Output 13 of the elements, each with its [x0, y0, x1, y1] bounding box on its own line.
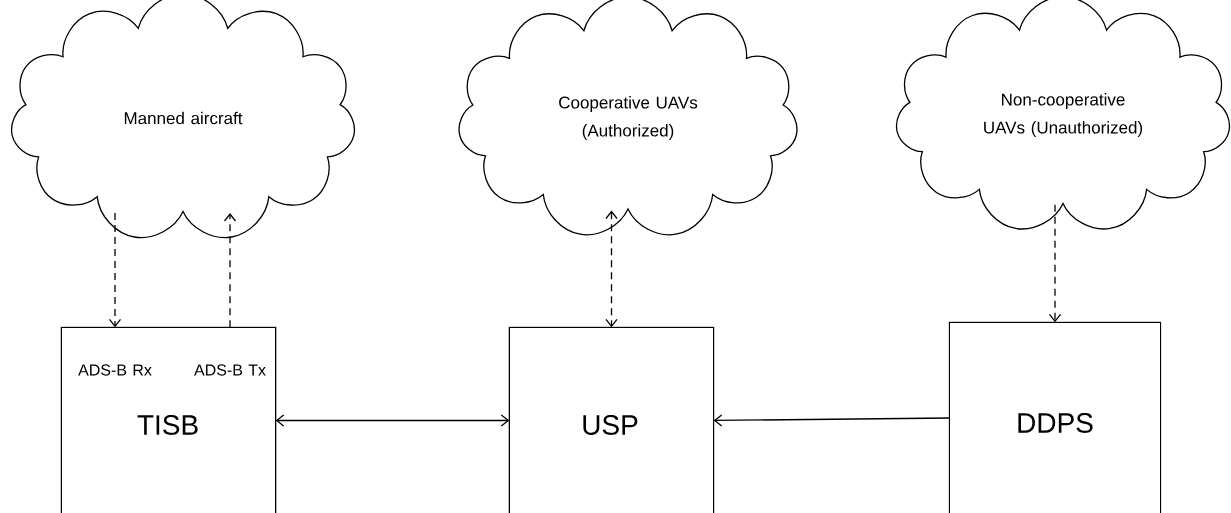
- arrow: [605, 210, 618, 328]
- arrow: [275, 414, 510, 427]
- arrow: [223, 212, 237, 328]
- cloud: Non-cooperative UAVs (Unauthorized): [895, 0, 1231, 230]
- port-label: ADS-B Rx: [78, 364, 152, 376]
- port-label: ADS-B Tx: [194, 364, 266, 376]
- cloud: Manned aircraft: [10, 0, 356, 239]
- system-box: USP: [508, 326, 715, 513]
- cloud: Cooperative UAVs (Authorized): [458, 0, 798, 236]
- arrow: [108, 212, 122, 328]
- system-box: DDPS: [948, 321, 1162, 513]
- arrow: [1048, 204, 1062, 323]
- arrow: [713, 414, 950, 427]
